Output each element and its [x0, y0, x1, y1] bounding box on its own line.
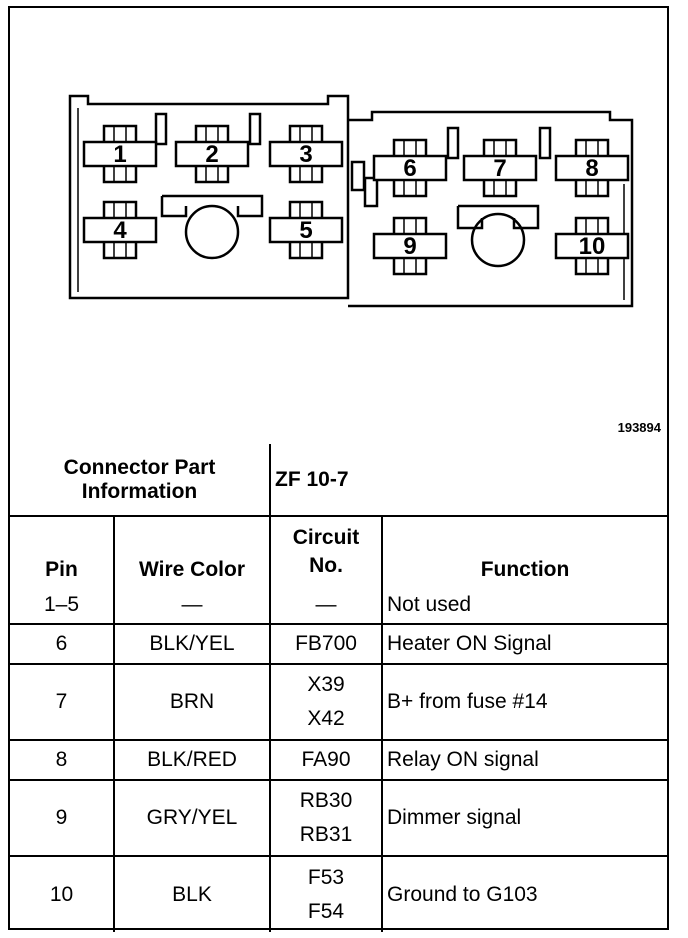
circuit-number: FA90 — [301, 748, 351, 771]
right-housing — [348, 110, 634, 308]
column-header-row: Pin Wire Color Circuit No. Function — [10, 515, 668, 586]
function-cell: Ground to G103 — [381, 855, 668, 932]
pin-cavity-8 — [554, 138, 630, 198]
wire-color-cell: BLK/RED — [112, 739, 272, 781]
connector-info-table: Connector Part Information ZF 10-7 Pin W… — [10, 444, 668, 932]
pin-cavity-10 — [554, 216, 630, 276]
pin-cell: 10 — [10, 855, 115, 932]
circuit-number: F53 — [307, 865, 345, 889]
pin-cavity-6 — [372, 138, 448, 198]
wire-color-cell: GRY/YEL — [112, 779, 272, 857]
wire-color-header: Wire Color — [112, 515, 272, 586]
pin-cell: 9 — [10, 779, 115, 857]
wire-color-cell: BRN — [112, 663, 272, 741]
pin-label-5: 5 — [299, 217, 312, 244]
pin-cavity-7 — [462, 138, 538, 198]
figure-number: 193894 — [617, 420, 661, 435]
pin-label-1: 1 — [113, 141, 126, 168]
pin-label-4: 4 — [113, 217, 127, 244]
circuit-number: — — [315, 592, 337, 616]
pin-label-2: 2 — [205, 141, 218, 168]
circuit-number: FB700 — [295, 632, 357, 655]
left-housing — [68, 94, 350, 300]
pin-cavity-3 — [268, 124, 344, 184]
circuit-number: RB30 — [299, 789, 353, 812]
circuit-cell: FA90 — [269, 739, 384, 781]
connector-part-value: ZF 10-7 — [269, 444, 668, 517]
pin-header: Pin — [10, 515, 115, 586]
circuit-number: X39 — [307, 673, 345, 696]
function-cell: Dimmer signal — [381, 779, 668, 857]
pin-label-10: 10 — [579, 233, 606, 260]
connector-part-row: Connector Part Information ZF 10-7 — [10, 444, 668, 517]
pin-label-3: 3 — [299, 141, 312, 168]
function-cell: Heater ON Signal — [381, 623, 668, 665]
pin-cell: 1–5 — [10, 586, 115, 625]
pin-cavity-5 — [268, 200, 344, 260]
table-row: 1–5——Not used — [10, 586, 668, 625]
pin-label-7: 7 — [493, 155, 506, 182]
connector-drawing: 1 2 3 4 5 6 7 8 9 10 — [68, 94, 634, 308]
mount-hole-right — [470, 212, 526, 268]
function-header: Function — [381, 515, 668, 586]
wire-color-cell: BLK — [112, 855, 272, 932]
pin-cell: 6 — [10, 623, 115, 665]
pin-label-9: 9 — [403, 233, 416, 260]
circuit-number: RB31 — [299, 823, 353, 846]
connector-face-diagram: 1 2 3 4 5 6 7 8 9 10 193894 — [10, 8, 667, 444]
circuit-cell: FB700 — [269, 623, 384, 665]
pin-label-8: 8 — [585, 155, 598, 182]
mount-hole-left — [184, 204, 240, 260]
pin-cavity-1 — [82, 124, 158, 184]
circuit-number: F54 — [307, 899, 345, 923]
wire-color-cell: — — [112, 586, 272, 625]
function-cell: Relay ON signal — [381, 739, 668, 781]
circuit-number: X42 — [307, 707, 345, 730]
wire-color-cell: BLK/YEL — [112, 623, 272, 665]
pin-cell: 7 — [10, 663, 115, 741]
pin-label-6: 6 — [403, 155, 416, 182]
connector-part-label: Connector Part Information — [10, 444, 272, 517]
pin-cavity-9 — [372, 216, 448, 276]
pin-cell: 8 — [10, 739, 115, 781]
pin-cavity-2 — [174, 124, 250, 184]
circuit-cell: — — [269, 586, 384, 625]
circuit-header: Circuit No. — [269, 515, 384, 586]
pin-cavity-4 — [82, 200, 158, 260]
function-cell: Not used — [381, 586, 668, 625]
function-cell: B+ from fuse #14 — [381, 663, 668, 741]
